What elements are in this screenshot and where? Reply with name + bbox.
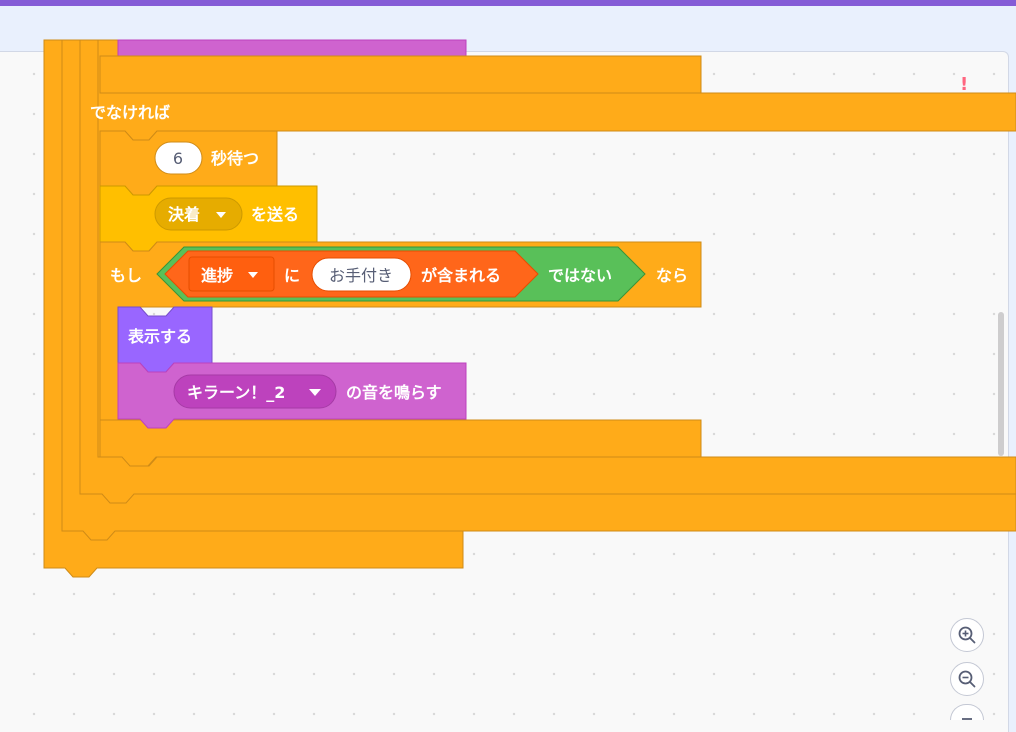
then-label: なら bbox=[656, 266, 688, 285]
wait-seconds-value: 6 bbox=[173, 149, 183, 168]
warning-icon: ! bbox=[960, 74, 969, 95]
list-name-dropdown[interactable] bbox=[188, 256, 275, 292]
list-item-input[interactable] bbox=[311, 257, 412, 292]
vertical-scrollbar[interactable] bbox=[998, 312, 1004, 456]
list-name: 進捗 bbox=[201, 266, 233, 285]
zoom-out-button[interactable] bbox=[950, 662, 984, 696]
chevron-down-icon bbox=[216, 212, 226, 218]
if-block-bottom-arm bbox=[99, 419, 702, 467]
zoom-in-button[interactable] bbox=[950, 618, 984, 652]
if-label: もし bbox=[110, 266, 142, 285]
sound-dropdown[interactable] bbox=[173, 374, 337, 409]
zoom-in-icon bbox=[958, 626, 976, 644]
zoom-reset-icon bbox=[962, 718, 972, 720]
else-label: でなければ bbox=[90, 103, 170, 122]
menu-bar-accent bbox=[0, 0, 1016, 6]
list-item-value: お手付き bbox=[329, 266, 393, 285]
contains-label: が含まれる bbox=[421, 266, 501, 285]
play-sound-label: の音を鳴らす bbox=[346, 383, 442, 402]
of-label: に bbox=[284, 266, 300, 285]
zoom-out-icon bbox=[958, 670, 976, 688]
wait-seconds-input[interactable] bbox=[154, 141, 203, 175]
broadcast-message-dropdown[interactable] bbox=[154, 197, 243, 231]
sound-name: キラーン！_2 bbox=[187, 383, 285, 402]
broadcast-message: 決着 bbox=[168, 205, 200, 224]
wait-label: 秒待つ bbox=[211, 149, 259, 168]
chevron-down-icon bbox=[309, 389, 321, 396]
show-label: 表示する bbox=[127, 327, 192, 346]
broadcast-label: を送る bbox=[251, 205, 299, 224]
chevron-down-icon bbox=[248, 272, 258, 278]
not-label: ではない bbox=[548, 266, 612, 285]
script-workspace[interactable] bbox=[0, 51, 1009, 732]
if-block-top-arm bbox=[99, 55, 702, 94]
